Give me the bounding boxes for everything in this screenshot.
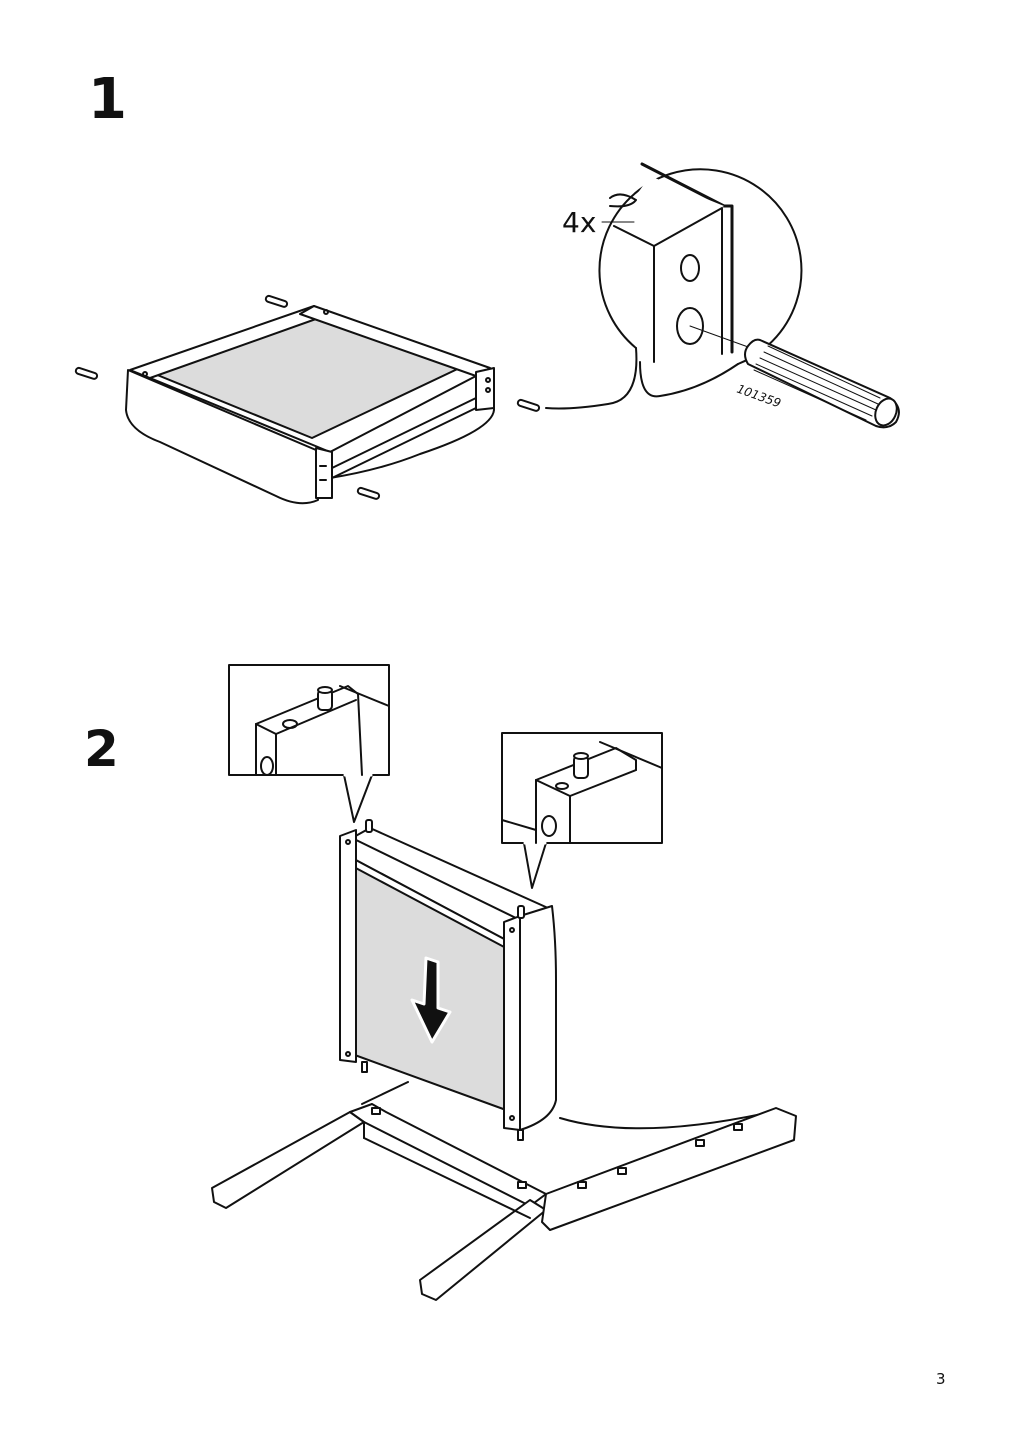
step-2-seat-frame: [339, 819, 557, 1141]
step-2-number: 2: [84, 720, 119, 778]
down-arrow-icon: [410, 956, 452, 1044]
step-2-detail-inset-right: [501, 732, 663, 889]
step-2-base-frame: [211, 1081, 797, 1301]
step-1-seat-frame: [125, 305, 495, 505]
page-number: 3: [936, 1370, 946, 1388]
step-1-number: 1: [88, 67, 127, 132]
step-1-dowels: [74, 294, 541, 500]
step-1-part-number: 101359: [735, 382, 783, 411]
step-1-quantity-label: 4x: [562, 206, 596, 239]
step-1-dowel-detail: [744, 338, 900, 429]
step-1-detail-callout: [545, 162, 803, 410]
step-2-detail-inset-left: [228, 664, 390, 823]
